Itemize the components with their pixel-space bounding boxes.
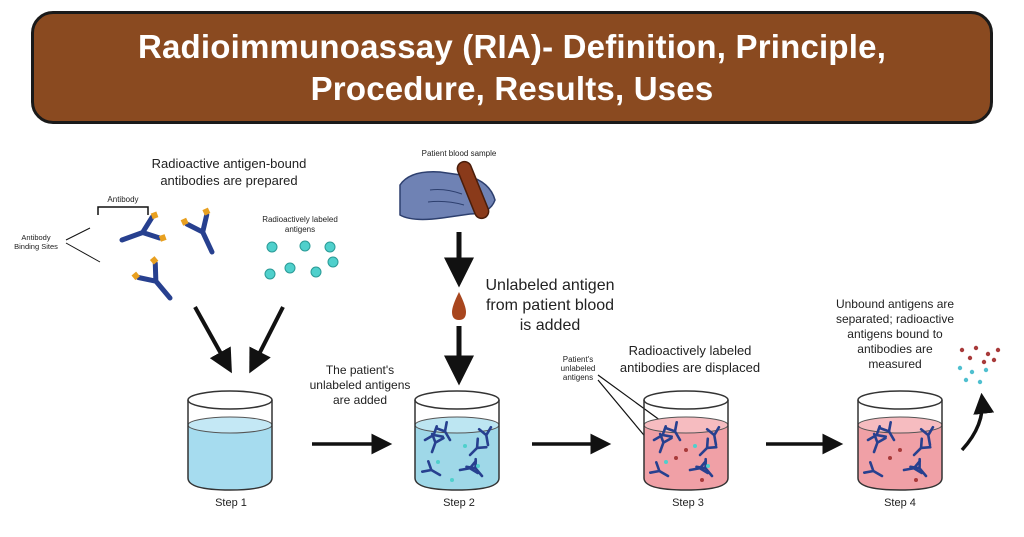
patients-antigens-label-line-3: are added — [333, 393, 387, 407]
gloved-hand-holding-tube — [399, 160, 496, 221]
displaced-label-line-1: Radioactively labeled — [629, 343, 752, 358]
arrow-curved-up — [960, 392, 995, 452]
radio-labeled-label-line-2: antigens — [285, 225, 315, 234]
step-3-label: Step 3 — [672, 497, 704, 509]
patient-blood-sample-label: Patient blood sample — [422, 149, 497, 158]
antibody-molecule — [117, 212, 167, 255]
beaker-step-4 — [857, 390, 943, 491]
unlabeled-antigen-label-line-1: Unlabeled antigen — [486, 277, 615, 294]
unbound-label-line-3: antigens bound to — [847, 327, 943, 341]
beaker-step-1 — [187, 390, 273, 491]
antibody-molecule — [181, 208, 226, 259]
displaced-label-line-2: antibodies are displaced — [620, 360, 760, 375]
patients-unlabeled-label-line-1: Patient's — [563, 355, 593, 364]
separated-antigens — [957, 345, 1001, 385]
unlabeled-antigens-pointer — [597, 374, 669, 441]
unbound-label-line-5: measured — [868, 357, 921, 371]
radioactive-antigens — [264, 240, 339, 280]
step-1-label: Step 1 — [215, 497, 247, 509]
binding-sites-pointer — [65, 227, 101, 263]
patients-antigens-label-line-1: The patient's — [326, 363, 394, 377]
arrow-down-right — [249, 306, 285, 374]
patients-unlabeled-label-line-3: antigens — [563, 373, 593, 382]
arrow-down-left — [193, 306, 232, 374]
title-line-2: Procedure, Results, Uses — [310, 69, 714, 107]
binding-sites-label-line-1: Antibody — [21, 233, 50, 242]
title-banner: Radioimmunoassay (RIA)- Definition, Prin… — [31, 11, 993, 124]
step-2-label: Step 2 — [443, 497, 475, 509]
patients-unlabeled-label-line-2: unlabeled — [561, 364, 596, 373]
prepared-label-line-1: Radioactive antigen-bound — [152, 156, 307, 171]
patients-antigens-label-line-2: unlabeled antigens — [310, 378, 411, 392]
beaker-step-3 — [643, 390, 729, 491]
blood-drop-icon — [452, 292, 466, 320]
prepared-label-line-2: antibodies are prepared — [160, 173, 297, 188]
beaker-step-2 — [414, 390, 500, 491]
unbound-label-line-2: separated; radioactive — [836, 312, 954, 326]
radio-labeled-label-line-1: Radioactively labeled — [262, 215, 338, 224]
antibody-bracket — [97, 206, 149, 215]
unbound-label-line-4: antibodies are — [857, 342, 933, 356]
unbound-label-line-1: Unbound antigens are — [836, 297, 954, 311]
antibody-label: Antibody — [107, 195, 138, 204]
unlabeled-antigen-label-line-2: from patient blood — [486, 297, 614, 314]
binding-sites-label-line-2: Binding Sites — [14, 242, 58, 251]
title-line-1: Radioimmunoassay (RIA)- Definition, Prin… — [137, 27, 887, 65]
antibody-molecule — [132, 256, 182, 307]
unlabeled-antigen-label-line-3: is added — [520, 317, 581, 334]
step-4-label: Step 4 — [884, 497, 916, 509]
